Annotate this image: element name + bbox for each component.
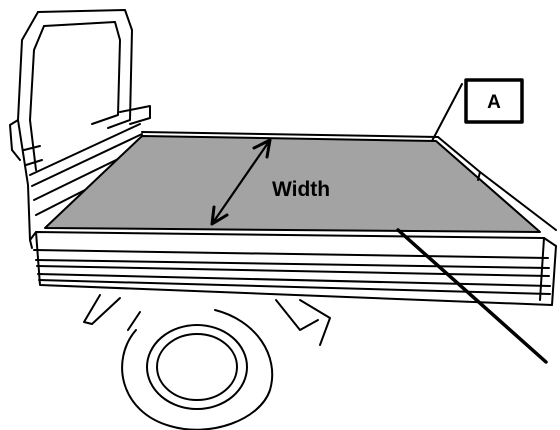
cab-frame xyxy=(9,9,151,241)
callout-a-leader xyxy=(431,83,463,142)
width-label: Width xyxy=(272,178,330,201)
callout-a-box xyxy=(464,78,524,124)
pointer-line xyxy=(396,228,548,364)
tray-bed xyxy=(44,135,541,233)
width-arrow xyxy=(210,138,272,226)
callout-a-label: A xyxy=(487,92,501,113)
drop-side-panel xyxy=(29,231,557,306)
far-rail xyxy=(141,131,439,138)
wheel xyxy=(121,309,274,430)
chassis xyxy=(83,294,331,346)
